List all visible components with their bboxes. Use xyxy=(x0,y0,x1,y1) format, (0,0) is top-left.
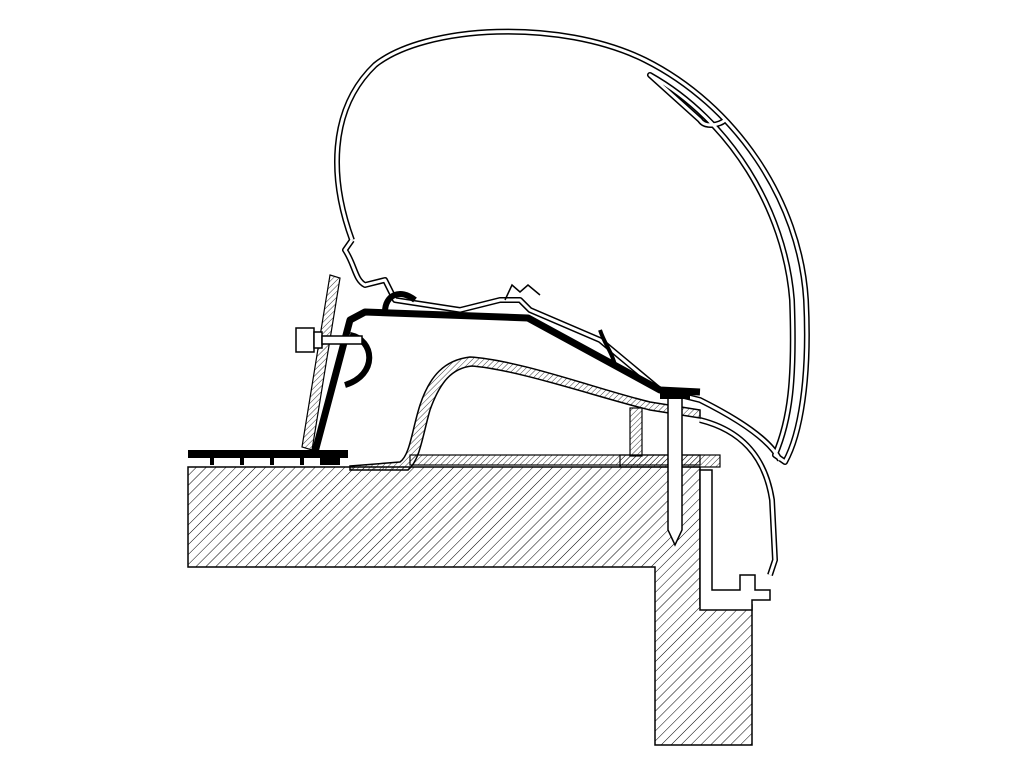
casing-hook xyxy=(504,283,541,301)
awning-casing xyxy=(334,28,810,465)
base-plate-teeth xyxy=(210,458,340,465)
bolt xyxy=(295,327,363,353)
bracket-rib xyxy=(598,329,617,366)
base-plate xyxy=(188,450,348,458)
side-rail-profile xyxy=(699,469,771,611)
screw xyxy=(667,397,683,547)
screw-head xyxy=(660,392,690,399)
roof-spacer xyxy=(629,407,643,457)
roof-profile xyxy=(349,356,701,471)
bracket-hook xyxy=(382,291,417,313)
back-plate xyxy=(301,274,341,451)
